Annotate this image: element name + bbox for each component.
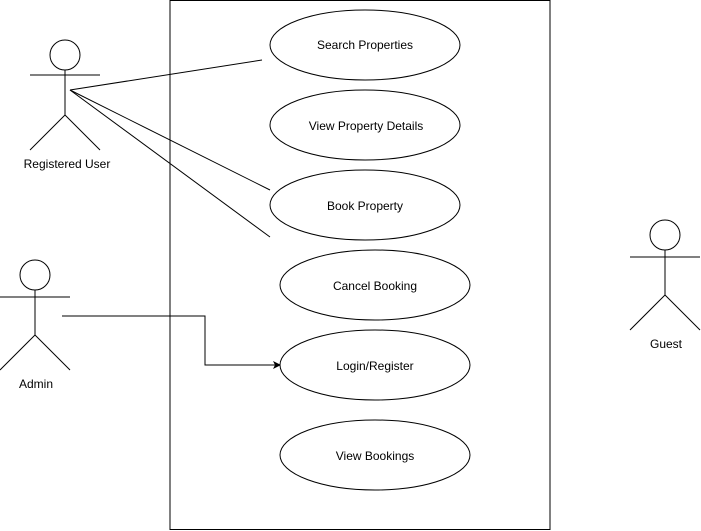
use-case-search-properties: Search Properties <box>269 9 461 81</box>
actor-guest: Guest <box>629 219 701 351</box>
actor-left-leg <box>0 334 36 371</box>
actor-head <box>19 259 51 291</box>
use-case-ellipse <box>269 89 461 161</box>
use-case-book-property: Book Property <box>269 169 461 241</box>
use-case-ellipse <box>279 249 471 321</box>
use-case-label: Book Property <box>327 199 403 213</box>
association-registered-user-book-property <box>69 89 271 191</box>
use-case-label: Login/Register <box>336 359 413 373</box>
association-registered-user-cancel-booking <box>69 89 271 238</box>
actor-right-leg <box>64 114 101 151</box>
actor-label: Registered User <box>24 157 111 171</box>
associations <box>62 59 281 369</box>
actor-registered-user: Registered User <box>24 39 111 171</box>
use-case-login-register: Login/Register <box>279 329 471 401</box>
actor-right-leg <box>664 294 701 331</box>
use-case-label: View Bookings <box>336 449 415 463</box>
actor-left-leg <box>29 114 66 151</box>
actor-label: Guest <box>650 337 683 351</box>
use-case-ellipse <box>269 169 461 241</box>
use-case-ellipse <box>269 9 461 81</box>
actor-label: Admin <box>19 377 53 391</box>
use-case-view-bookings: View Bookings <box>279 419 471 491</box>
association-admin-login-register <box>62 315 281 369</box>
association-registered-user-search-properties <box>69 59 263 91</box>
actor-left-leg <box>629 294 666 331</box>
system-boundary <box>169 0 551 530</box>
actor-right-leg <box>34 334 71 371</box>
use-case-label: View Property Details <box>309 119 424 133</box>
use-case-view-property-details: View Property Details <box>269 89 461 161</box>
use-case-ellipse <box>279 329 471 401</box>
actor-head <box>649 219 681 251</box>
actor-head <box>49 39 81 71</box>
actor-admin: Admin <box>0 259 71 391</box>
use-case-label: Search Properties <box>317 38 413 52</box>
use-case-cancel-booking: Cancel Booking <box>279 249 471 321</box>
use-case-label: Cancel Booking <box>333 279 417 293</box>
use-case-ellipse <box>279 419 471 491</box>
